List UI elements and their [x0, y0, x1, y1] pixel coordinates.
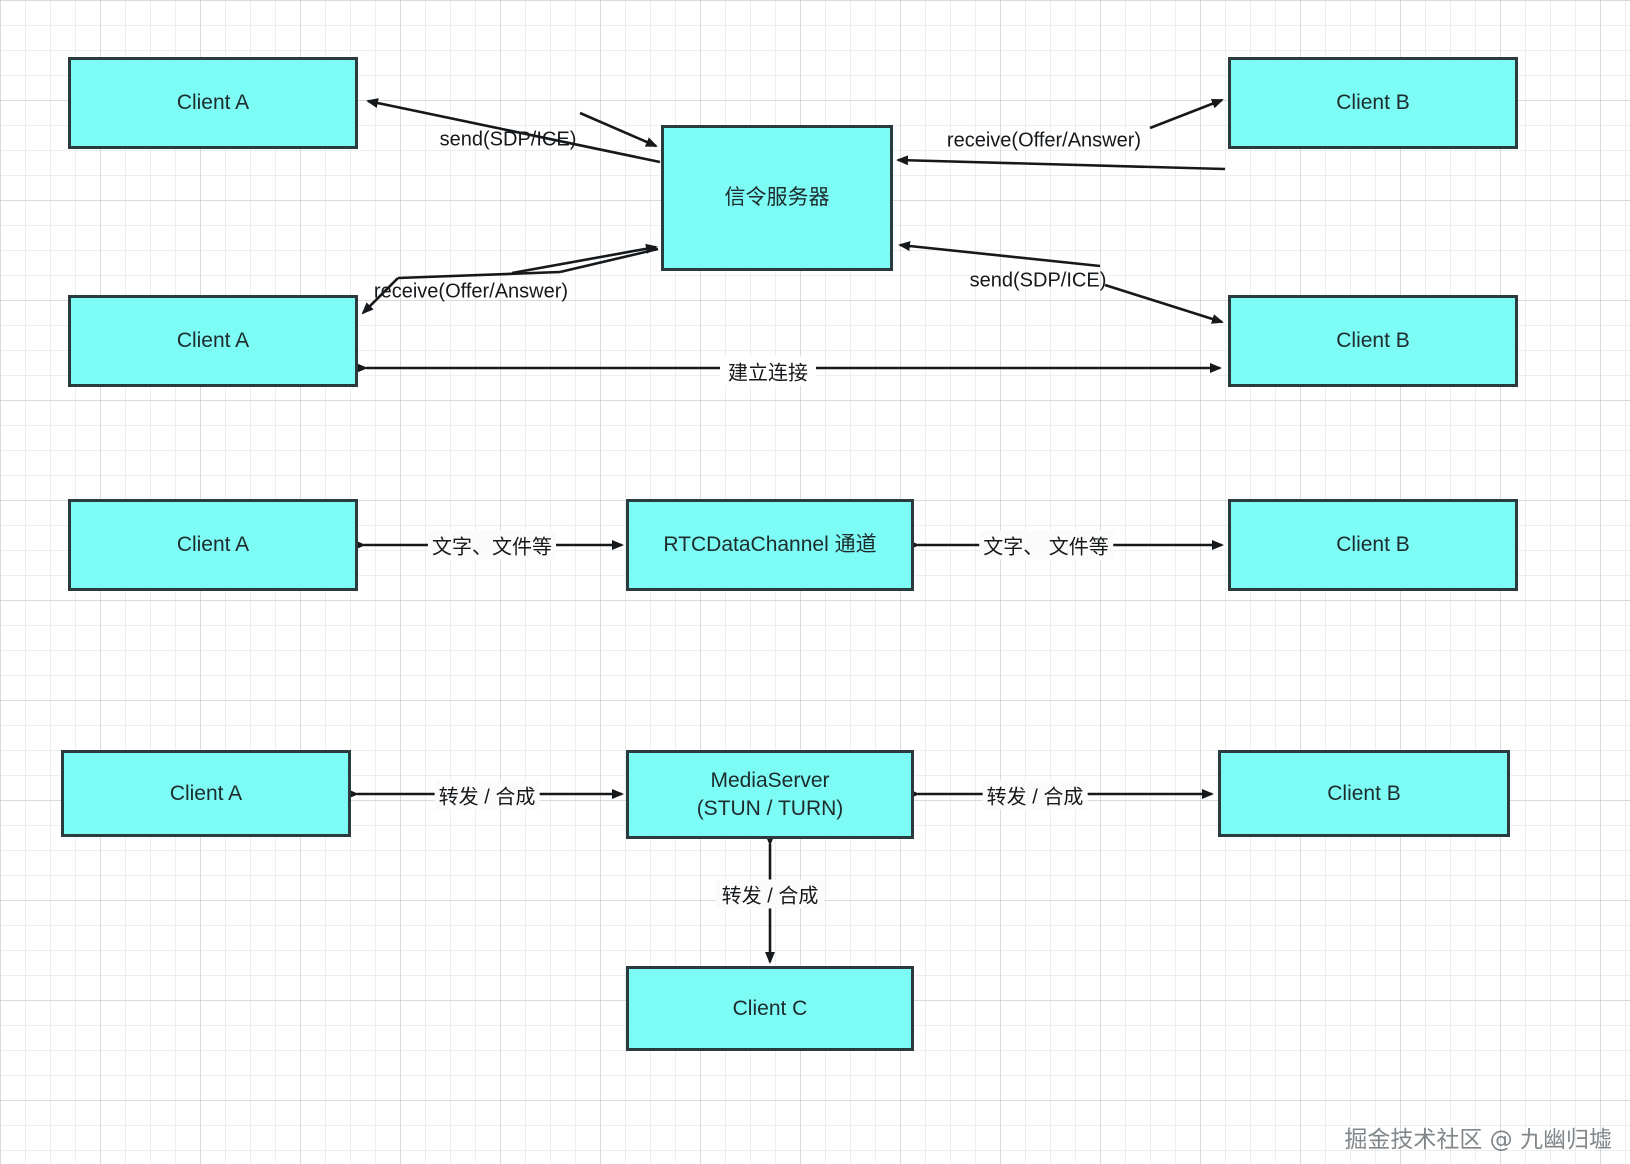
node-r1-client-a[interactable]: Client A: [68, 57, 358, 149]
node-signaling-server[interactable]: 信令服务器: [661, 125, 893, 271]
edge-label-mediaserver-right: 转发 / 合成: [982, 780, 1088, 810]
edge-client-b-to-signal: [896, 155, 1226, 171]
node-mediaserver[interactable]: MediaServer (STUN / TURN): [626, 750, 914, 839]
node-r3-client-a[interactable]: Client A: [68, 499, 358, 591]
edge-label-receive-offer-b: receive(Offer/Answer): [946, 129, 1142, 152]
edge-label-send-sdp-ice-b: send(SDP/ICE): [969, 269, 1107, 292]
edge-signal-to-client-b: [1149, 98, 1224, 130]
edge-label-mediaserver-clientc: 转发 / 合成: [715, 879, 825, 909]
node-r4-client-a[interactable]: Client A: [61, 750, 351, 837]
edge-client-a2-to-signal: [511, 243, 658, 275]
edge-label-mediaserver-left: 转发 / 合成: [434, 780, 540, 810]
edge-client-b2-to-signal: [898, 241, 1101, 268]
edge-label-datachannel-right: 文字、 文件等: [979, 530, 1113, 560]
edge-label-receive-offer-a: receive(Offer/Answer): [373, 280, 569, 303]
node-rtcdatachannel[interactable]: RTCDataChannel 通道: [626, 499, 914, 591]
node-r1-client-b[interactable]: Client B: [1228, 57, 1518, 149]
node-r2-client-a[interactable]: Client A: [68, 295, 358, 387]
edge-signal-to-client-b2: [1104, 283, 1224, 324]
node-r3-client-b[interactable]: Client B: [1228, 499, 1518, 591]
node-r2-client-b[interactable]: Client B: [1228, 295, 1518, 387]
node-r4-client-b[interactable]: Client B: [1218, 750, 1510, 837]
edge-label-establish-connection: 建立连接: [720, 356, 816, 386]
watermark: 掘金技术社区 @ 九幽归墟: [1344, 1127, 1612, 1153]
edge-label-send-sdp-ice-a: send(SDP/ICE): [439, 128, 577, 151]
edge-label-datachannel-left: 文字、文件等: [428, 530, 556, 560]
edge-client-a-to-signal: [579, 111, 658, 148]
node-client-c[interactable]: Client C: [626, 966, 914, 1051]
